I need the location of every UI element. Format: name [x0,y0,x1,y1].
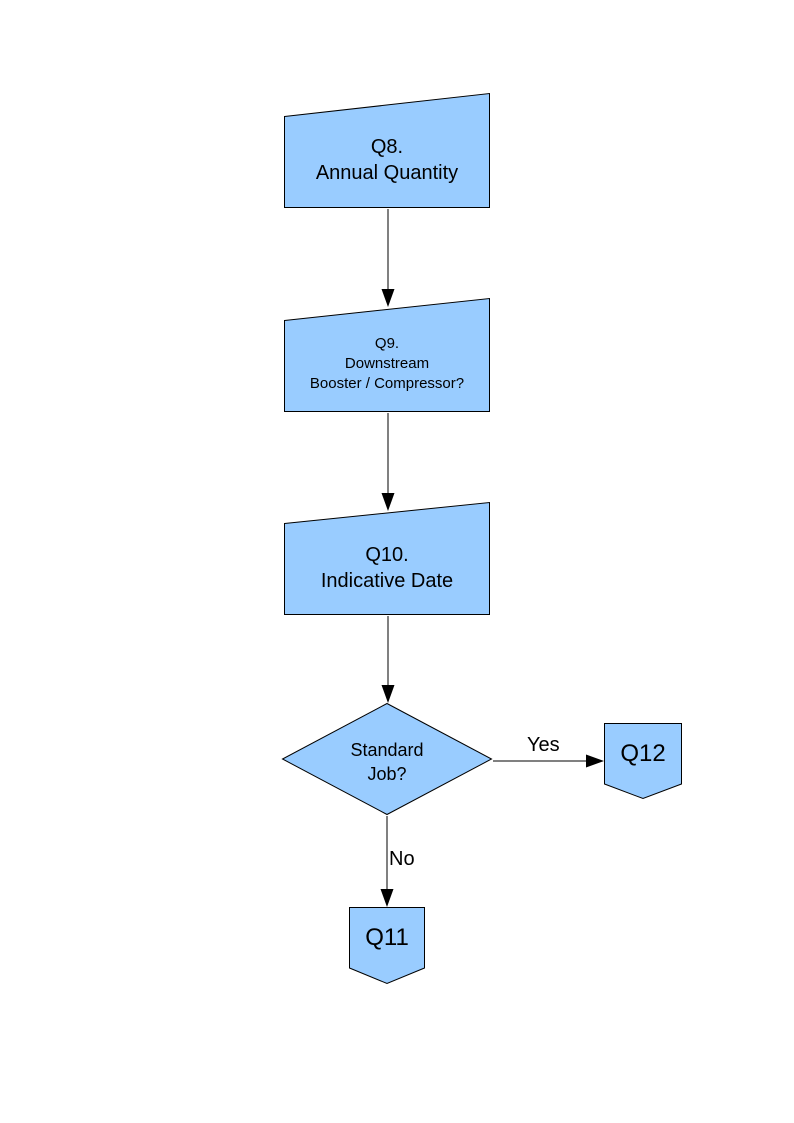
manual-input-shape [284,92,490,208]
off-page-connector-shape [604,723,682,800]
edge-label-yes: Yes [527,734,560,756]
node-q9-line3: Booster / Compressor? [309,374,465,392]
decision-line1: Standard [350,739,424,760]
node-q10: Q10. Indicative Date [284,501,490,615]
decision-diamond-shape [281,702,493,816]
node-decision-standard-job: Standard Job? [281,702,493,816]
node-q9-line2: Downstream [344,354,430,372]
node-q12: Q12 [604,723,682,800]
node-q8-line1: Q8. [370,135,404,158]
manual-input-shape [284,501,490,615]
node-q8: Q8. Annual Quantity [284,92,490,208]
node-q9-line1: Q9. [374,334,400,352]
node-q10-line2: Indicative Date [320,570,454,592]
edge-label-no: No [389,848,415,870]
decision-line2: Job? [367,763,407,784]
node-q10-line1: Q10. [365,544,409,566]
off-page-connector-shape [349,907,425,985]
node-q12-label: Q12 [620,739,666,767]
node-q11: Q11 [349,907,425,985]
manual-input-shape [284,297,490,412]
node-q11-label: Q11 [365,923,409,951]
node-q8-line2: Annual Quantity [315,161,459,184]
node-q9: Q9. Downstream Booster / Compressor? [284,297,490,412]
